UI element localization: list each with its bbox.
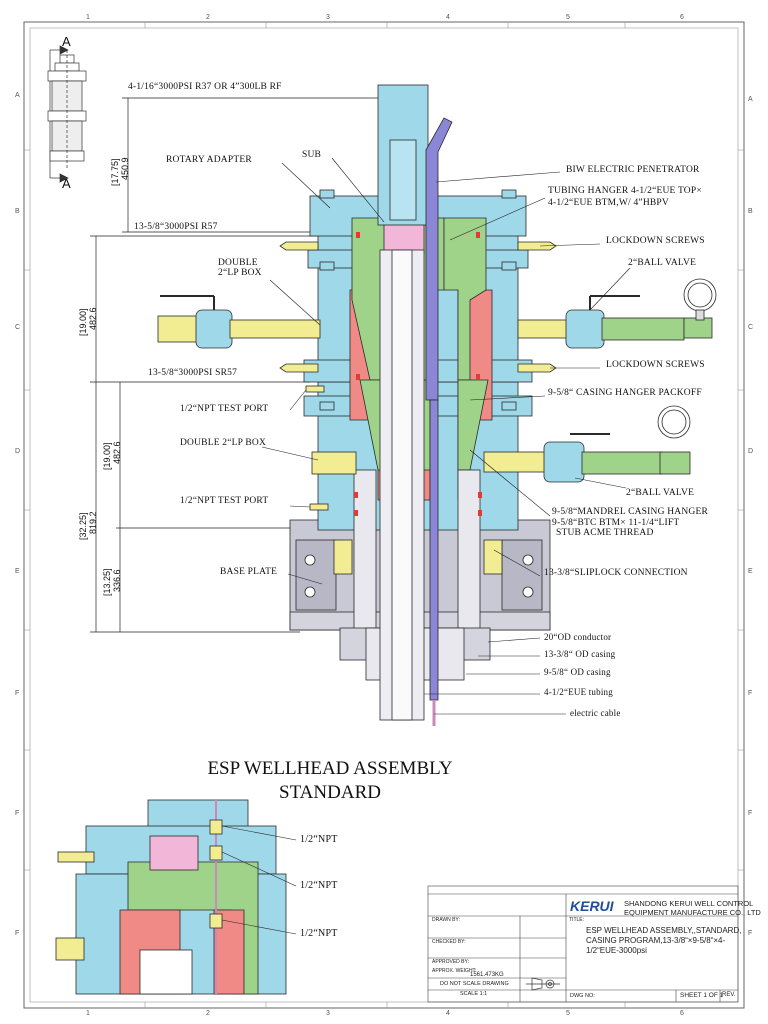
grid-row-d-r: D	[748, 448, 754, 455]
drawn-by-label: DRAWN BY:	[432, 917, 460, 923]
drawing-title-tb-3: 1/2“EUE-3000psi	[586, 946, 647, 955]
weight-label: APPROX. WEIGHT:	[432, 968, 477, 974]
label-base-plate: BASE PLATE	[220, 567, 278, 577]
dim-1: [17.75]	[110, 158, 120, 186]
label-cable: electric cable	[570, 708, 621, 718]
grid-col-5-b: 5	[566, 1010, 570, 1017]
dim-2b: 482.6	[88, 307, 98, 330]
drawing-title-line2: STANDARD	[279, 782, 381, 803]
label-conductor: 20“OD conductor	[544, 632, 612, 642]
grid-row-e-r: E	[748, 568, 753, 575]
label-npt-2: 1/2“NPT	[300, 880, 338, 891]
grid-col-1: 1	[86, 14, 90, 21]
grid-col-4: 4	[446, 14, 450, 21]
grid-row-a: A	[15, 92, 20, 99]
drawing-title-line1: ESP WELLHEAD ASSEMBLY	[207, 758, 453, 779]
grid-col-2-b: 2	[206, 1010, 210, 1017]
label-flange-1358-a: 13-5/8“3000PSI R57	[134, 222, 218, 232]
grid-row-b-r: B	[748, 208, 753, 215]
dim-5b: 336.6	[112, 569, 122, 592]
label-tubing-hanger-2: 4-1/2“EUE BTM,W/ 4”HBPV	[548, 198, 669, 208]
dim-4: [32.25]	[78, 512, 88, 540]
label-packoff: 9-5/8“ CASING HANGER PACKOFF	[548, 388, 702, 398]
dim-2: [19.00]	[78, 308, 88, 336]
label-tubing-hanger-1: TUBING HANGER 4-1/2“EUE TOP×	[548, 186, 702, 196]
company-name-1: SHANDONG KERUI WELL CONTROL	[624, 899, 754, 908]
grid-col-4-b: 4	[446, 1010, 450, 1017]
label-test-port-1: 1/2“NPT TEST PORT	[180, 404, 269, 414]
label-double-lp-1b: 2“LP BOX	[218, 268, 262, 278]
label-mandrel-3: STUB ACME THREAD	[556, 528, 654, 538]
label-lockdown-1: LOCKDOWN SCREWS	[606, 236, 705, 246]
weight-value: 1561.473KG	[470, 972, 504, 978]
label-test-port-2: 1/2“NPT TEST PORT	[180, 496, 269, 506]
label-double-lp-2: DOUBLE 2“LP BOX	[180, 438, 267, 448]
grid-col-2: 2	[206, 14, 210, 21]
label-ball-valve-1: 2“BALL VALVE	[628, 258, 697, 268]
detail-view	[55, 799, 287, 995]
label-mandrel-1: 9-5/8“MANDREL CASING HANGER	[552, 507, 708, 517]
checked-by-label: CHECKED BY:	[432, 939, 466, 945]
label-mandrel-2: 9-5/8“BTC BTM× 11-1/4“LIFT	[552, 518, 680, 528]
label-npt-3: 1/2“NPT	[300, 928, 338, 939]
title-label: TITLE:	[569, 917, 585, 923]
grid-col-3: 3	[326, 14, 330, 21]
grid-row-f3-r: F	[748, 930, 753, 937]
projection-symbol-icon	[526, 977, 560, 991]
company-logo: KERUI	[570, 898, 614, 914]
dim-1b: 450.9	[120, 157, 130, 180]
label-rotary-adapter: ROTARY ADAPTER	[166, 155, 252, 165]
section-marker-top: A	[62, 34, 71, 49]
dim-3b: 482.6	[112, 441, 122, 464]
grid-row-c-r: C	[748, 324, 754, 331]
dim-3: [19.00]	[102, 442, 112, 470]
label-casing-958: 9-5/8“ OD casing	[544, 667, 611, 677]
grid-row-f: F	[15, 690, 20, 697]
grid-row-a-r: A	[748, 96, 753, 103]
label-sliplock: 13-3/8“SLIPLOCK CONNECTION	[544, 568, 688, 578]
grid-col-6-b: 6	[680, 1010, 684, 1017]
dim-4b: 819.2	[88, 511, 98, 534]
dim-5: [13.25]	[102, 568, 112, 596]
approved-by-label: APPROVED BY:	[432, 959, 469, 965]
grid-col-5: 5	[566, 14, 570, 21]
grid-row-f2-r: F	[748, 810, 753, 817]
label-npt-1: 1/2“NPT	[300, 834, 338, 845]
label-biw-penetrator: BIW ELECTRIC PENETRATOR	[566, 165, 700, 175]
scale-value: SCALE 1:1	[460, 991, 488, 997]
section-marker-bottom: A	[62, 176, 71, 191]
label-lockdown-2: LOCKDOWN SCREWS	[606, 360, 705, 370]
grid-row-f3: F	[15, 930, 20, 937]
drawing-title-tb-2: CASING PROGRAM,13-3/8“×9-5/8“×4-	[586, 936, 726, 945]
grid-row-f-r: F	[748, 690, 753, 697]
label-sub: SUB	[302, 150, 322, 160]
label-flange-1358-b: 13-5/8“3000PSI SR57	[148, 368, 238, 378]
drawing-title-tb-1: ESP WELLHEAD ASSEMBLY,,STANDARD,	[586, 926, 742, 935]
dwg-no-label: DWG NO:	[570, 993, 595, 999]
grid-col-3-b: 3	[326, 1010, 330, 1017]
label-flange-top: 4-1/16“3000PSI R37 OR 4”300LB RF	[128, 82, 282, 92]
grid-row-e: E	[15, 568, 20, 575]
title-block	[427, 885, 739, 1003]
grid-row-c: C	[15, 324, 21, 331]
grid-col-1-b: 1	[86, 1010, 90, 1017]
wellhead-main	[157, 84, 717, 726]
company-name-2: EQUIPMENT MANUFACTURE CO., LTD	[624, 908, 761, 917]
grid-col-6: 6	[680, 14, 684, 21]
thumbnail-view	[47, 45, 87, 183]
label-tubing: 4-1/2“EUE tubing	[544, 687, 613, 697]
no-scale-note: DO NOT SCALE DRAWING	[440, 981, 509, 987]
rev-label: REV.	[722, 992, 736, 998]
label-ball-valve-2: 2“BALL VALVE	[626, 488, 695, 498]
label-casing-1338: 13-3/8“ OD casing	[544, 649, 616, 659]
sheet-label: SHEET 1 OF 1	[680, 992, 724, 999]
grid-row-f2: F	[15, 810, 20, 817]
label-double-lp-1a: DOUBLE	[218, 258, 258, 268]
grid-row-d: D	[15, 448, 21, 455]
grid-row-b: B	[15, 208, 20, 215]
